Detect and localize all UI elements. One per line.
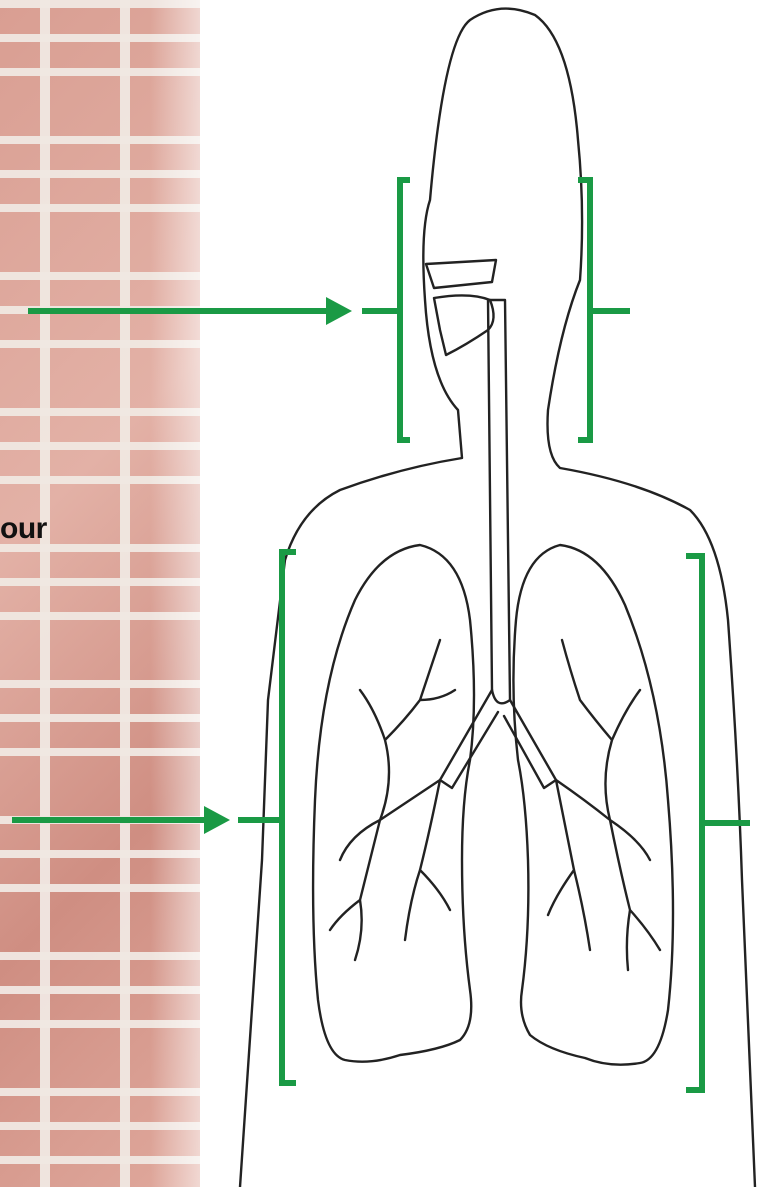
lower-arrow-head (204, 806, 230, 834)
upper-arrow-head (326, 297, 352, 325)
oral-cavity (434, 295, 494, 355)
lower-right-bracket (686, 556, 702, 1090)
lower-left-bracket (282, 552, 296, 1083)
nasal-cavity (426, 260, 496, 288)
upper-right-bracket (578, 180, 590, 440)
right-lung (513, 545, 673, 1065)
left-bronchial-tree (330, 640, 455, 960)
right-bronchus (504, 700, 556, 788)
trachea (488, 300, 510, 703)
body-outline (240, 9, 755, 1187)
left-lung (313, 545, 474, 1062)
upper-left-bracket (400, 180, 410, 440)
left-bronchus (440, 690, 498, 788)
right-bronchial-tree (548, 640, 660, 970)
